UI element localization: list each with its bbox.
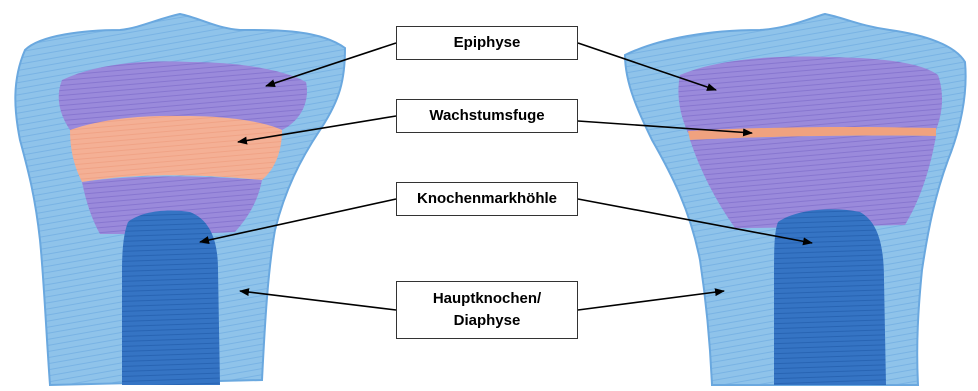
young-lower-epiphysis [82, 176, 262, 234]
adult-bone [623, 12, 967, 386]
adult-marrow-cavity [774, 209, 886, 385]
label-epiphyse-text: Epiphyse [453, 34, 521, 52]
young-epiphysis [58, 61, 307, 131]
leader-lines [199, 42, 813, 311]
label-hauptknochen-line2: Diaphyse [453, 312, 521, 329]
arrow-haupt-left [239, 288, 397, 311]
arrow-wachstumsfuge-right [577, 120, 753, 137]
label-hauptknochen-line1: Hauptknochen/ [432, 290, 542, 308]
label-epiphyse: Epiphyse [396, 26, 578, 60]
arrow-knochenmark-right [577, 198, 813, 246]
arrow-epiphyse-left [265, 42, 397, 87]
label-wachstumsfuge-text: Wachstumsfuge [429, 107, 545, 125]
arrow-knochenmark-left [199, 198, 397, 244]
arrow-haupt-right [577, 288, 725, 311]
young-growth-plate [70, 115, 282, 182]
label-hauptknochen-diaphyse: Hauptknochen/ Diaphyse [396, 281, 578, 339]
label-knochenmarkhoehle-text: Knochenmarkhöhle [416, 190, 558, 208]
arrow-epiphyse-right [577, 42, 717, 91]
label-knochenmarkhoehle: Knochenmarkhöhle [396, 182, 578, 216]
label-wachstumsfuge: Wachstumsfuge [396, 99, 578, 133]
young-marrow-cavity [122, 210, 220, 385]
young-bone [14, 12, 347, 387]
arrow-wachstumsfuge-left [237, 115, 397, 145]
adult-epiphysis [678, 56, 943, 133]
adult-lower-epiphysis [690, 135, 936, 228]
